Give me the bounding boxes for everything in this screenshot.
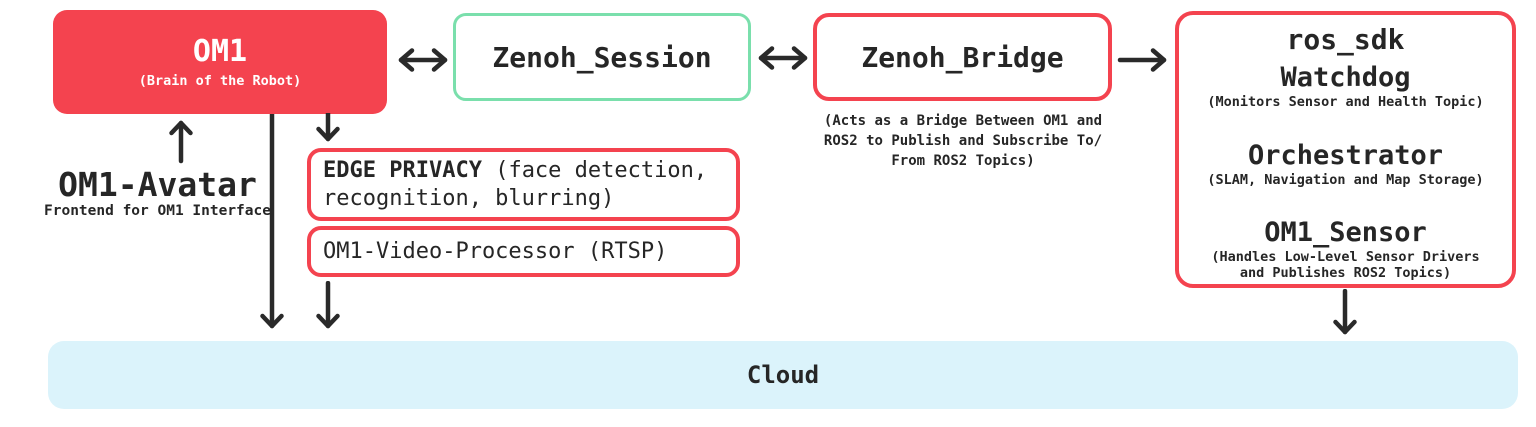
orchestrator-description: (SLAM, Navigation and Map Storage)	[1207, 171, 1484, 188]
om1-subtitle: (Brain of the Robot)	[138, 72, 302, 89]
om1-sensor-description-line: (Handles Low-Level Sensor Drivers	[1211, 249, 1480, 265]
arrow-bridge-rossdk-icon	[1117, 48, 1167, 72]
edge-privacy-label: EDGE PRIVACY (face detection, recognitio…	[323, 157, 724, 213]
zenoh-bridge-caption-line: ROS2 to Publish and Subscribe To/	[823, 133, 1103, 149]
om1-title: OM1	[192, 33, 248, 69]
arrow-om1-to-edge-privacy-icon	[316, 113, 340, 142]
ros-sdk-title: ros_sdk	[1286, 23, 1405, 56]
arrow-rossdk-to-cloud-icon	[1333, 289, 1357, 335]
om1-avatar-label: OM1-Avatar Frontend for OM1 Interface	[15, 167, 300, 220]
edge-privacy-label-rest: (face detection, recognition, blurring)	[323, 157, 708, 211]
orchestrator-title: Orchestrator	[1247, 139, 1444, 171]
om1-avatar-subtitle: Frontend for OM1 Interface	[44, 203, 271, 219]
cloud-node: Cloud	[48, 341, 1518, 409]
arrow-video-to-cloud-icon	[316, 281, 340, 329]
zenoh-bridge-node: Zenoh_Bridge	[813, 13, 1112, 101]
om1-sensor-description: (Handles Low-Level Sensor Drivers and Pu…	[1211, 249, 1480, 281]
edge-privacy-label-bold: EDGE PRIVACY	[323, 157, 482, 183]
om1-sensor-title: OM1_Sensor	[1264, 217, 1427, 248]
zenoh-bridge-caption-line: (Acts as a Bridge Between OM1 and	[823, 113, 1103, 129]
zenoh-session-title: Zenoh_Session	[492, 40, 712, 74]
zenoh-session-node: Zenoh_Session	[453, 13, 751, 101]
zenoh-bridge-title: Zenoh_Bridge	[861, 40, 1064, 74]
arrow-avatar-to-om1-icon	[169, 120, 193, 164]
zenoh-bridge-caption: (Acts as a Bridge Between OM1 and ROS2 t…	[800, 111, 1126, 171]
video-processor-label: OM1-Video-Processor (RTSP)	[323, 239, 668, 264]
arrow-session-bridge-bidirectional-icon	[758, 46, 808, 70]
ros-sdk-node: ros_sdk Watchdog (Monitors Sensor and He…	[1175, 11, 1516, 288]
cloud-label: Cloud	[746, 361, 820, 389]
arrow-om1-session-bidirectional-icon	[398, 48, 448, 72]
om1-sensor-description-line: and Publishes ROS2 Topics)	[1239, 264, 1452, 281]
om1-node: OM1 (Brain of the Robot)	[53, 10, 387, 114]
watchdog-title: Watchdog	[1280, 62, 1411, 93]
zenoh-bridge-caption-line: From ROS2 Topics)	[891, 153, 1035, 169]
video-processor-node: OM1-Video-Processor (RTSP)	[307, 226, 740, 277]
om1-avatar-title: OM1-Avatar	[58, 165, 257, 204]
arrow-om1-to-cloud-icon	[260, 114, 284, 329]
edge-privacy-node: EDGE PRIVACY (face detection, recognitio…	[307, 148, 740, 221]
watchdog-description: (Monitors Sensor and Health Topic)	[1207, 94, 1484, 110]
